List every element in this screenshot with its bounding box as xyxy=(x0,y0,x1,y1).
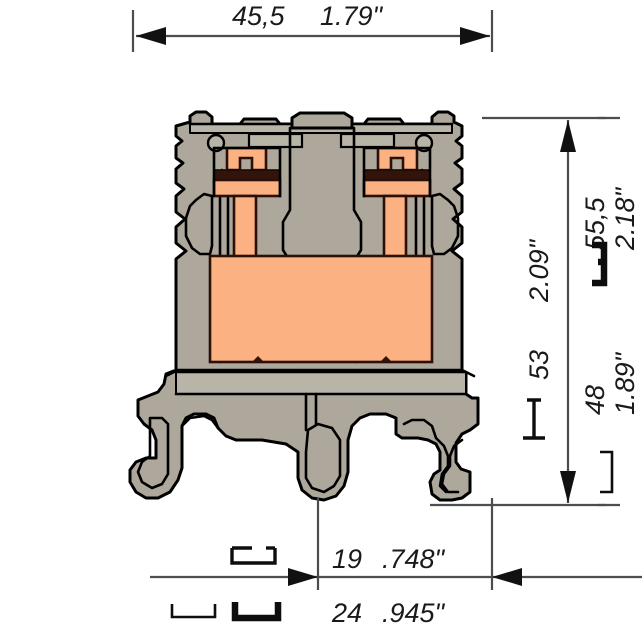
flat-rail-profile-icon-48 xyxy=(600,450,614,494)
c-rail-profile-icon-53 xyxy=(523,398,545,440)
housing-skirt xyxy=(164,368,476,378)
bar-notch-left xyxy=(252,356,264,362)
right-screw-frame xyxy=(362,146,432,198)
dim-label-h53-metric: 53 xyxy=(524,350,554,380)
dimension-width-top: 45,5 1.79" xyxy=(131,1,494,52)
dim-label-24-metric: 24 xyxy=(331,598,362,628)
left-screw-frame xyxy=(212,146,282,198)
dim-label-h555-imperial: 2.18" xyxy=(610,186,640,251)
dim-label-24-imperial: .945" xyxy=(382,598,446,628)
dimension-depth-lower: 24 .945" xyxy=(170,598,446,628)
arrowhead-height-top xyxy=(560,120,576,152)
arrowhead-depth-right xyxy=(492,568,522,586)
arrowhead-depth-left xyxy=(288,568,318,586)
din-rail-foot xyxy=(136,414,464,494)
dim-label-h53-imperial: 2.09" xyxy=(524,238,554,303)
dimension-height-hat-rail: 55,5 2.18" xyxy=(580,116,640,287)
lower-housing-block xyxy=(174,370,468,396)
arrowhead-height-bottom xyxy=(560,471,576,503)
c-rail-profile-icon-19 xyxy=(230,546,277,565)
copper-current-bar xyxy=(208,254,434,364)
left-screw-terminal xyxy=(212,146,282,278)
dim-label-width-metric: 45,5 xyxy=(232,1,286,31)
g-rail-profile-icon-24 xyxy=(231,602,282,622)
arrowhead-left xyxy=(136,27,166,45)
dimension-depth-upper: 19 .748" xyxy=(150,498,642,590)
left-wing-pocket xyxy=(184,192,214,256)
arrowhead-right xyxy=(460,27,490,45)
dim-label-19-imperial: .748" xyxy=(382,544,446,574)
dimension-height-low-rail: 48 1.89" xyxy=(580,351,640,507)
dim-label-h555-metric: 55,5 xyxy=(580,196,610,250)
dim-label-19-metric: 19 xyxy=(332,544,362,574)
right-top-slot xyxy=(339,132,396,149)
dim-label-h48-imperial: 1.89" xyxy=(610,351,640,415)
dimension-height-overall: 53 2.09" xyxy=(430,116,606,507)
center-top-tab xyxy=(290,111,354,130)
hat-rail-profile-icon-24 xyxy=(170,604,217,619)
dim-label-width-imperial: 1.79" xyxy=(320,1,384,31)
g-rail-profile-icon-555 xyxy=(592,241,608,287)
dim-label-h48-metric: 48 xyxy=(580,385,610,415)
foot-center-seam xyxy=(304,392,318,432)
left-top-slot xyxy=(247,132,304,149)
terminal-block-assembly xyxy=(128,110,480,502)
bar-notch-right xyxy=(380,356,392,362)
right-wing-pocket xyxy=(430,192,460,256)
